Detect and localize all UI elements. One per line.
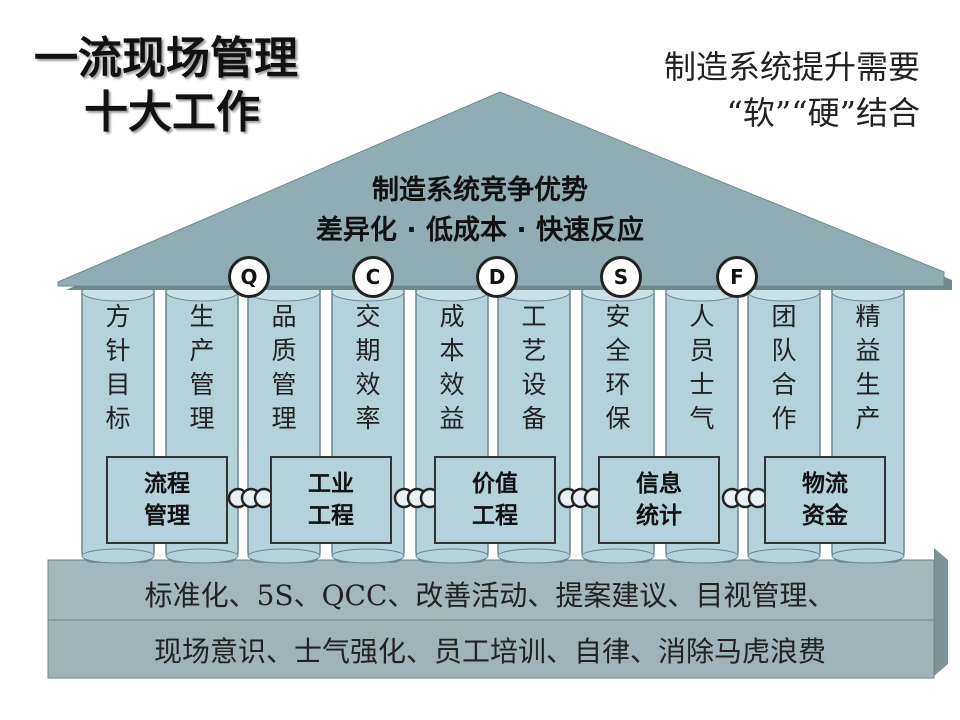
box-line-2: 统计 [636, 503, 682, 529]
pillar-label-6: 工艺设备 [521, 302, 547, 433]
pillar-label-3: 品质管理 [271, 302, 297, 433]
chain-link [227, 487, 275, 509]
pillar-label-5: 成本效益 [439, 302, 465, 433]
roof-line-1: 制造系统竞争优势 [372, 175, 588, 206]
roof [57, 91, 945, 287]
roof-line-2: 差异化 · 低成本 · 快速反应 [315, 215, 645, 246]
badge-d: D [476, 256, 518, 298]
box-line-1: 流程 [144, 471, 190, 497]
chain-link [721, 487, 769, 509]
box-line-1: 物流 [802, 471, 848, 497]
base-lower [47, 619, 935, 679]
pillar-label-1: 方针目标 [105, 302, 131, 433]
chain-link [393, 487, 441, 509]
base-upper [47, 559, 935, 621]
badge-c: C [352, 256, 394, 298]
page-title: 一流现场管理 十大工作 [34, 32, 298, 140]
badge-q: Q [228, 256, 270, 298]
pillar-label-10: 精益生产 [855, 302, 881, 433]
subtitle-line-2: “软”“硬”结合 [726, 94, 920, 132]
badge-f: F [716, 256, 758, 298]
badge-s: S [600, 256, 642, 298]
base-line-2: 现场意识、士气强化、员工培训、自律、消除马虎浪费 [153, 635, 826, 668]
box-line-2: 工程 [472, 503, 518, 529]
base-line-1: 标准化、5S、QCC、改善活动、提案建议、目视管理、 [144, 579, 836, 612]
subtitle: 制造系统提升需要 “软”“硬”结合 [664, 44, 920, 136]
title-line-1: 一流现场管理 [34, 33, 298, 84]
title-line-2: 十大工作 [84, 87, 260, 138]
support-box-process: 流程 管理 [106, 456, 228, 544]
pillar-label-4: 交期效率 [355, 302, 381, 433]
support-box-info: 信息 统计 [598, 456, 720, 544]
box-line-1: 价值 [472, 471, 518, 497]
box-line-1: 信息 [636, 471, 682, 497]
box-line-2: 资金 [802, 503, 848, 529]
box-line-2: 管理 [144, 503, 190, 529]
box-line-1: 工业 [308, 471, 354, 497]
subtitle-line-1: 制造系统提升需要 [663, 48, 920, 86]
pillar-label-2: 生产管理 [189, 302, 215, 433]
chain-link [557, 487, 605, 509]
support-box-ve: 价值 工程 [434, 456, 556, 544]
base-side [934, 548, 948, 676]
pillar-label-8: 人员士气 [689, 302, 715, 433]
support-box-logistics: 物流 资金 [764, 456, 886, 544]
box-line-2: 工程 [308, 503, 354, 529]
pillar-label-7: 安全环保 [605, 302, 631, 433]
pillar-label-9: 团队合作 [771, 302, 797, 433]
support-box-ie: 工业 工程 [270, 456, 392, 544]
